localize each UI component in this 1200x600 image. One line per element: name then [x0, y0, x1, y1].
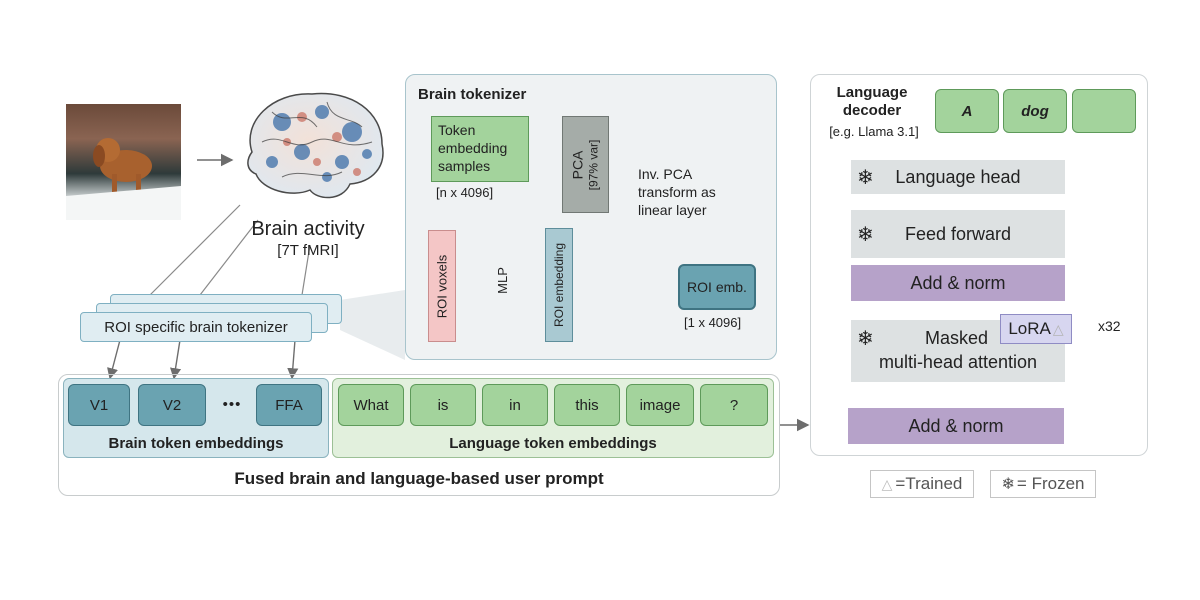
language-head-label: Language head	[895, 166, 1021, 187]
legend-trained-label: =Trained	[895, 474, 963, 493]
roi-emb-label: ROI emb.	[687, 279, 747, 295]
mlp-label-wrap: MLP	[484, 260, 520, 300]
language-token-label: is	[437, 396, 449, 414]
repeat-label: x32	[1098, 318, 1121, 334]
output-token-label: dog	[1021, 102, 1049, 120]
legend-frozen-label: = Frozen	[1016, 474, 1085, 493]
roi-tokenizer-box: ROI specific brain tokenizer	[80, 312, 312, 342]
fused-prompt-panel	[58, 374, 780, 496]
prompt-label: Fused brain and language-based user prom…	[234, 469, 604, 488]
feed-forward-block: ❄ Feed forward	[851, 210, 1065, 258]
output-token	[1072, 89, 1136, 133]
masked-label: Masked	[925, 328, 989, 348]
language-token-label: in	[509, 396, 521, 414]
brain-tokens-label: Brain token embeddings	[108, 434, 284, 452]
line-brain-to-tokenizer-2	[199, 219, 259, 296]
dog-photo	[66, 104, 181, 220]
language-token: What	[338, 384, 404, 426]
brain-icon	[247, 92, 384, 199]
brain-activity-subtitle: [7T fMRI]	[277, 242, 339, 259]
token-samples-box: Token embedding samples	[431, 116, 529, 182]
brain-token-v2: V2	[138, 384, 206, 426]
pca-box: PCA [97% var]	[562, 116, 609, 213]
brain-activity-title: Brain activity	[251, 218, 365, 240]
roi-tokenizer-label: ROI specific brain tokenizer	[104, 318, 288, 336]
mlp-label: MLP	[494, 266, 510, 294]
roi-voxels-label: ROI voxels	[434, 254, 450, 318]
token-samples-label: Token embedding samples	[438, 122, 508, 174]
roi-embedding-label: ROI embedding	[552, 242, 567, 328]
pca-var-label: [97% var]	[586, 139, 601, 190]
flame-icon: △	[1052, 320, 1064, 337]
line-brain-to-tokenizer-1	[149, 204, 241, 296]
add-norm-upper-label: Add & norm	[910, 272, 1006, 293]
add-norm-lower-label: Add & norm	[908, 415, 1004, 436]
language-token-label: ?	[729, 396, 739, 414]
flame-icon: △	[881, 475, 893, 492]
language-head-block: ❄ Language head	[851, 160, 1065, 194]
brain-tokenizer-title: Brain tokenizer	[418, 86, 527, 103]
arrow-tokenizer-to-v2	[169, 339, 182, 380]
feed-forward-label: Feed forward	[904, 223, 1012, 244]
brain-token-label: FFA	[275, 396, 303, 414]
language-tokens-label: Language token embeddings	[449, 434, 657, 452]
add-norm-upper-block: Add & norm	[851, 265, 1065, 301]
language-token: ?	[700, 384, 768, 426]
brain-token-label: V1	[89, 396, 109, 414]
language-token: in	[482, 384, 548, 426]
add-norm-lower-block: Add & norm	[848, 408, 1064, 444]
output-token-label: A	[961, 102, 973, 120]
snowflake-icon: ❄	[857, 166, 874, 189]
snowflake-icon: ❄	[1001, 476, 1015, 493]
arrow-tokenizer-to-v1	[107, 339, 121, 380]
language-token-label: this	[575, 396, 599, 414]
decoder-example: [e.g. Llama 3.1]	[829, 124, 919, 139]
brain-token-ellipsis: •••	[222, 395, 242, 413]
pca-label: PCA	[569, 150, 586, 179]
token-samples-dim: [n x 4096]	[436, 185, 494, 200]
brain-token-v1: V1	[68, 384, 130, 426]
dog-figure	[66, 138, 181, 220]
line-brain-to-tokenizer-3	[301, 244, 311, 296]
arrow-tokenizer-to-ffa	[287, 339, 299, 380]
lora-label: LoRA	[1008, 319, 1051, 338]
language-token-label: image	[639, 396, 681, 414]
brain-token-ffa: FFA	[256, 384, 322, 426]
brain-image	[232, 82, 390, 210]
language-token: image	[626, 384, 694, 426]
snowflake-icon: ❄	[857, 328, 874, 350]
roi-emb-box: ROI emb.	[678, 264, 756, 310]
snowflake-icon: ❄	[857, 223, 874, 246]
language-token: this	[554, 384, 620, 426]
attention-label: multi-head attention	[878, 352, 1038, 372]
lora-badge: LoRA △	[1000, 314, 1072, 344]
legend-frozen: ❄ = Frozen	[990, 470, 1096, 498]
decoder-title: Language decoder	[836, 84, 908, 119]
language-token-label: What	[353, 396, 389, 414]
language-token: is	[410, 384, 476, 426]
brain-token-label: V2	[162, 396, 182, 414]
roi-emb-dim: [1 x 4096]	[684, 315, 742, 330]
output-token: dog	[1003, 89, 1067, 133]
output-token: A	[935, 89, 999, 133]
legend-trained: △ =Trained	[870, 470, 974, 498]
zoom-shading	[340, 290, 405, 360]
roi-embedding-box: ROI embedding	[545, 228, 573, 342]
roi-voxels-box: ROI voxels	[428, 230, 456, 342]
inv-pca-label: Inv. PCA transform as linear layer	[638, 166, 716, 218]
